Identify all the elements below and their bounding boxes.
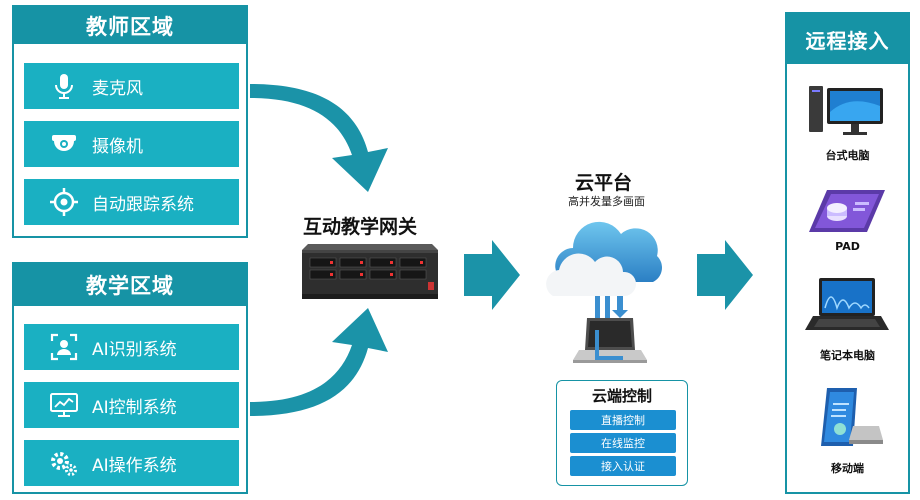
cloud-icon [546, 221, 662, 363]
camera-label: 摄像机 [92, 136, 143, 157]
cloud-subtitle: 高并发量多画面 [568, 195, 645, 208]
ai-control-item[interactable]: AI控制系统 [24, 382, 239, 428]
live-control-button[interactable]: 直播控制 [570, 410, 676, 430]
microphone-label: 麦克风 [92, 78, 143, 99]
mobile-icon [821, 388, 883, 446]
remote-access-panel: 远程接入 台式电脑 PAD 笔记本电脑 移动端 [785, 12, 910, 494]
monitor-chart-icon [46, 387, 82, 423]
target-icon [46, 184, 82, 220]
teacher-zone-panel: 教师区域 麦克风 摄像机 自动跟踪系统 [12, 5, 248, 238]
tablet-icon [809, 190, 885, 232]
laptop-label: 笔记本电脑 [820, 349, 875, 362]
desktop-label: 台式电脑 [825, 149, 870, 162]
microphone-item[interactable]: 麦克风 [24, 63, 239, 109]
teaching-zone-title: 教学区域 [14, 264, 246, 306]
teacher-zone-title: 教师区域 [14, 7, 246, 44]
ai-operation-item[interactable]: AI操作系统 [24, 440, 239, 486]
server-rack-icon [302, 244, 438, 299]
camera-item[interactable]: 摄像机 [24, 121, 239, 167]
camera-icon [46, 126, 82, 162]
teaching-zone-panel: 教学区域 AI识别系统 AI控制系统 AI操作系统 [12, 262, 248, 494]
gears-icon [46, 445, 82, 481]
gateway-title: 互动教学网关 [303, 216, 418, 238]
auto-tracking-item[interactable]: 自动跟踪系统 [24, 179, 239, 225]
ai-control-label: AI控制系统 [92, 397, 177, 418]
face-recognition-icon [46, 329, 82, 365]
ai-recognition-label: AI识别系统 [92, 339, 177, 360]
ai-recognition-item[interactable]: AI识别系统 [24, 324, 239, 370]
ai-operation-label: AI操作系统 [92, 455, 177, 476]
teaching-to-gateway-arrow [250, 308, 388, 416]
pad-label: PAD [835, 240, 860, 253]
teacher-to-gateway-arrow [250, 84, 388, 192]
microphone-icon [46, 68, 82, 104]
cloud-to-remote-arrow [697, 240, 753, 310]
remote-access-title: 远程接入 [787, 14, 908, 64]
mobile-label: 移动端 [831, 462, 864, 475]
gateway-to-cloud-arrow [464, 240, 520, 310]
online-monitor-button[interactable]: 在线监控 [570, 433, 676, 453]
cloud-control-panel: 云端控制 直播控制 在线监控 接入认证 [556, 380, 688, 486]
cloud-title: 云平台 [575, 172, 633, 194]
curved-arrows [250, 84, 388, 416]
laptop-icon [805, 278, 889, 330]
cloud-control-title: 云端控制 [591, 387, 652, 405]
desktop-computer-icon [809, 86, 883, 135]
auto-tracking-label: 自动跟踪系统 [92, 194, 194, 215]
access-auth-button[interactable]: 接入认证 [570, 456, 676, 476]
